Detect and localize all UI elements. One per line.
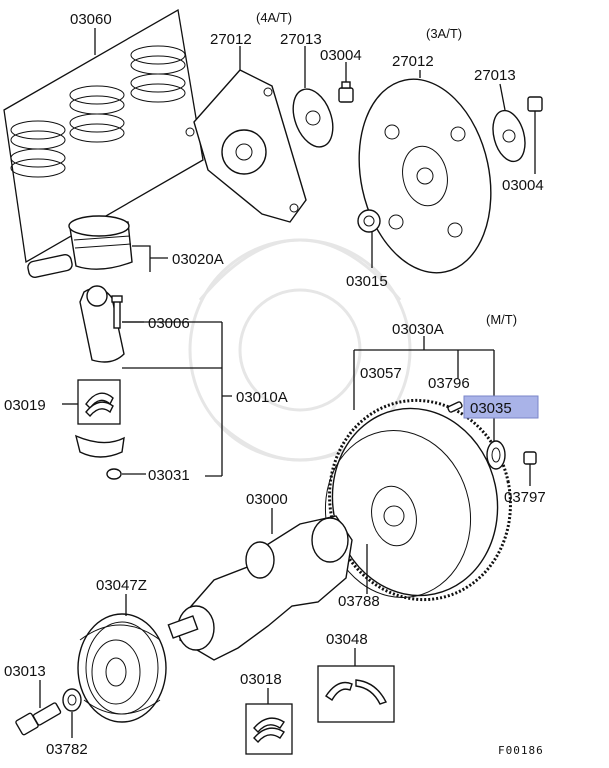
rod-bearing-box[interactable] — [62, 379, 121, 425]
bolt-4at[interactable] — [338, 62, 354, 103]
pilot-bushing[interactable] — [357, 209, 381, 268]
callout-27013-4at[interactable]: 27013 — [280, 31, 322, 48]
callout-03060[interactable]: 03060 — [70, 11, 112, 28]
note-4at: (4A/T) — [256, 10, 292, 25]
callout-27012-4at[interactable]: 27012 — [210, 31, 252, 48]
connecting-rod[interactable] — [79, 285, 232, 477]
crankshaft[interactable] — [167, 508, 353, 661]
callout-03020A[interactable]: 03020A — [172, 251, 224, 268]
callout-03010A[interactable]: 03010A — [236, 389, 288, 406]
piston-rings-box[interactable] — [3, 8, 204, 264]
bolt-3at[interactable] — [527, 96, 543, 174]
callout-03048[interactable]: 03048 — [326, 631, 368, 648]
callout-27012-3at[interactable]: 27012 — [392, 53, 434, 70]
pilot-bearing[interactable] — [486, 418, 506, 470]
drive-plate-3at[interactable] — [342, 67, 508, 285]
callout-03019[interactable]: 03019 — [4, 397, 46, 414]
callout-03000[interactable]: 03000 — [246, 491, 288, 508]
callout-03035[interactable]: 03035 — [470, 400, 512, 417]
callout-03788[interactable]: 03788 — [338, 593, 380, 610]
piston-assembly[interactable] — [27, 215, 168, 278]
callout-03047Z[interactable]: 03047Z — [96, 577, 147, 594]
adapter-plate-3at[interactable] — [488, 83, 530, 165]
thrust-washer-box[interactable] — [317, 648, 395, 723]
callout-03018[interactable]: 03018 — [240, 671, 282, 688]
flywheel-bolt[interactable] — [523, 451, 537, 486]
rod-cap[interactable] — [74, 434, 146, 480]
callout-03797[interactable]: 03797 — [504, 489, 546, 506]
note-3at: (3A/T) — [426, 26, 462, 41]
note-mt: (M/T) — [486, 312, 517, 327]
adapter-plate-4at[interactable] — [286, 46, 340, 152]
callout-27013-3at[interactable]: 27013 — [474, 67, 516, 84]
callout-03015[interactable]: 03015 — [346, 273, 388, 290]
main-bearing-box[interactable] — [245, 688, 293, 755]
callout-03004-4at[interactable]: 03004 — [320, 47, 362, 64]
damper-pulley[interactable] — [77, 594, 167, 723]
callout-03796[interactable]: 03796 — [428, 375, 470, 392]
highlight-box — [463, 395, 539, 419]
dowel-pin[interactable] — [447, 401, 463, 413]
pulley-washer[interactable] — [62, 688, 82, 738]
pulley-bolt[interactable] — [15, 680, 62, 736]
callout-03004-3at[interactable]: 03004 — [502, 177, 544, 194]
callout-labels: 03060 27012 27013 03004 27012 27013 0300… — [4, 10, 546, 758]
flywheel-assembly-bracket — [353, 336, 495, 410]
callout-03782[interactable]: 03782 — [46, 741, 88, 758]
callout-03006[interactable]: 03006 — [148, 315, 190, 332]
callout-03057[interactable]: 03057 — [360, 365, 402, 382]
callout-03030A[interactable]: 03030A — [392, 321, 444, 338]
callout-03013[interactable]: 03013 — [4, 663, 46, 680]
drive-plate-4at[interactable] — [185, 46, 307, 223]
callout-03031[interactable]: 03031 — [148, 467, 190, 484]
figure-code: F00186 — [498, 744, 544, 757]
